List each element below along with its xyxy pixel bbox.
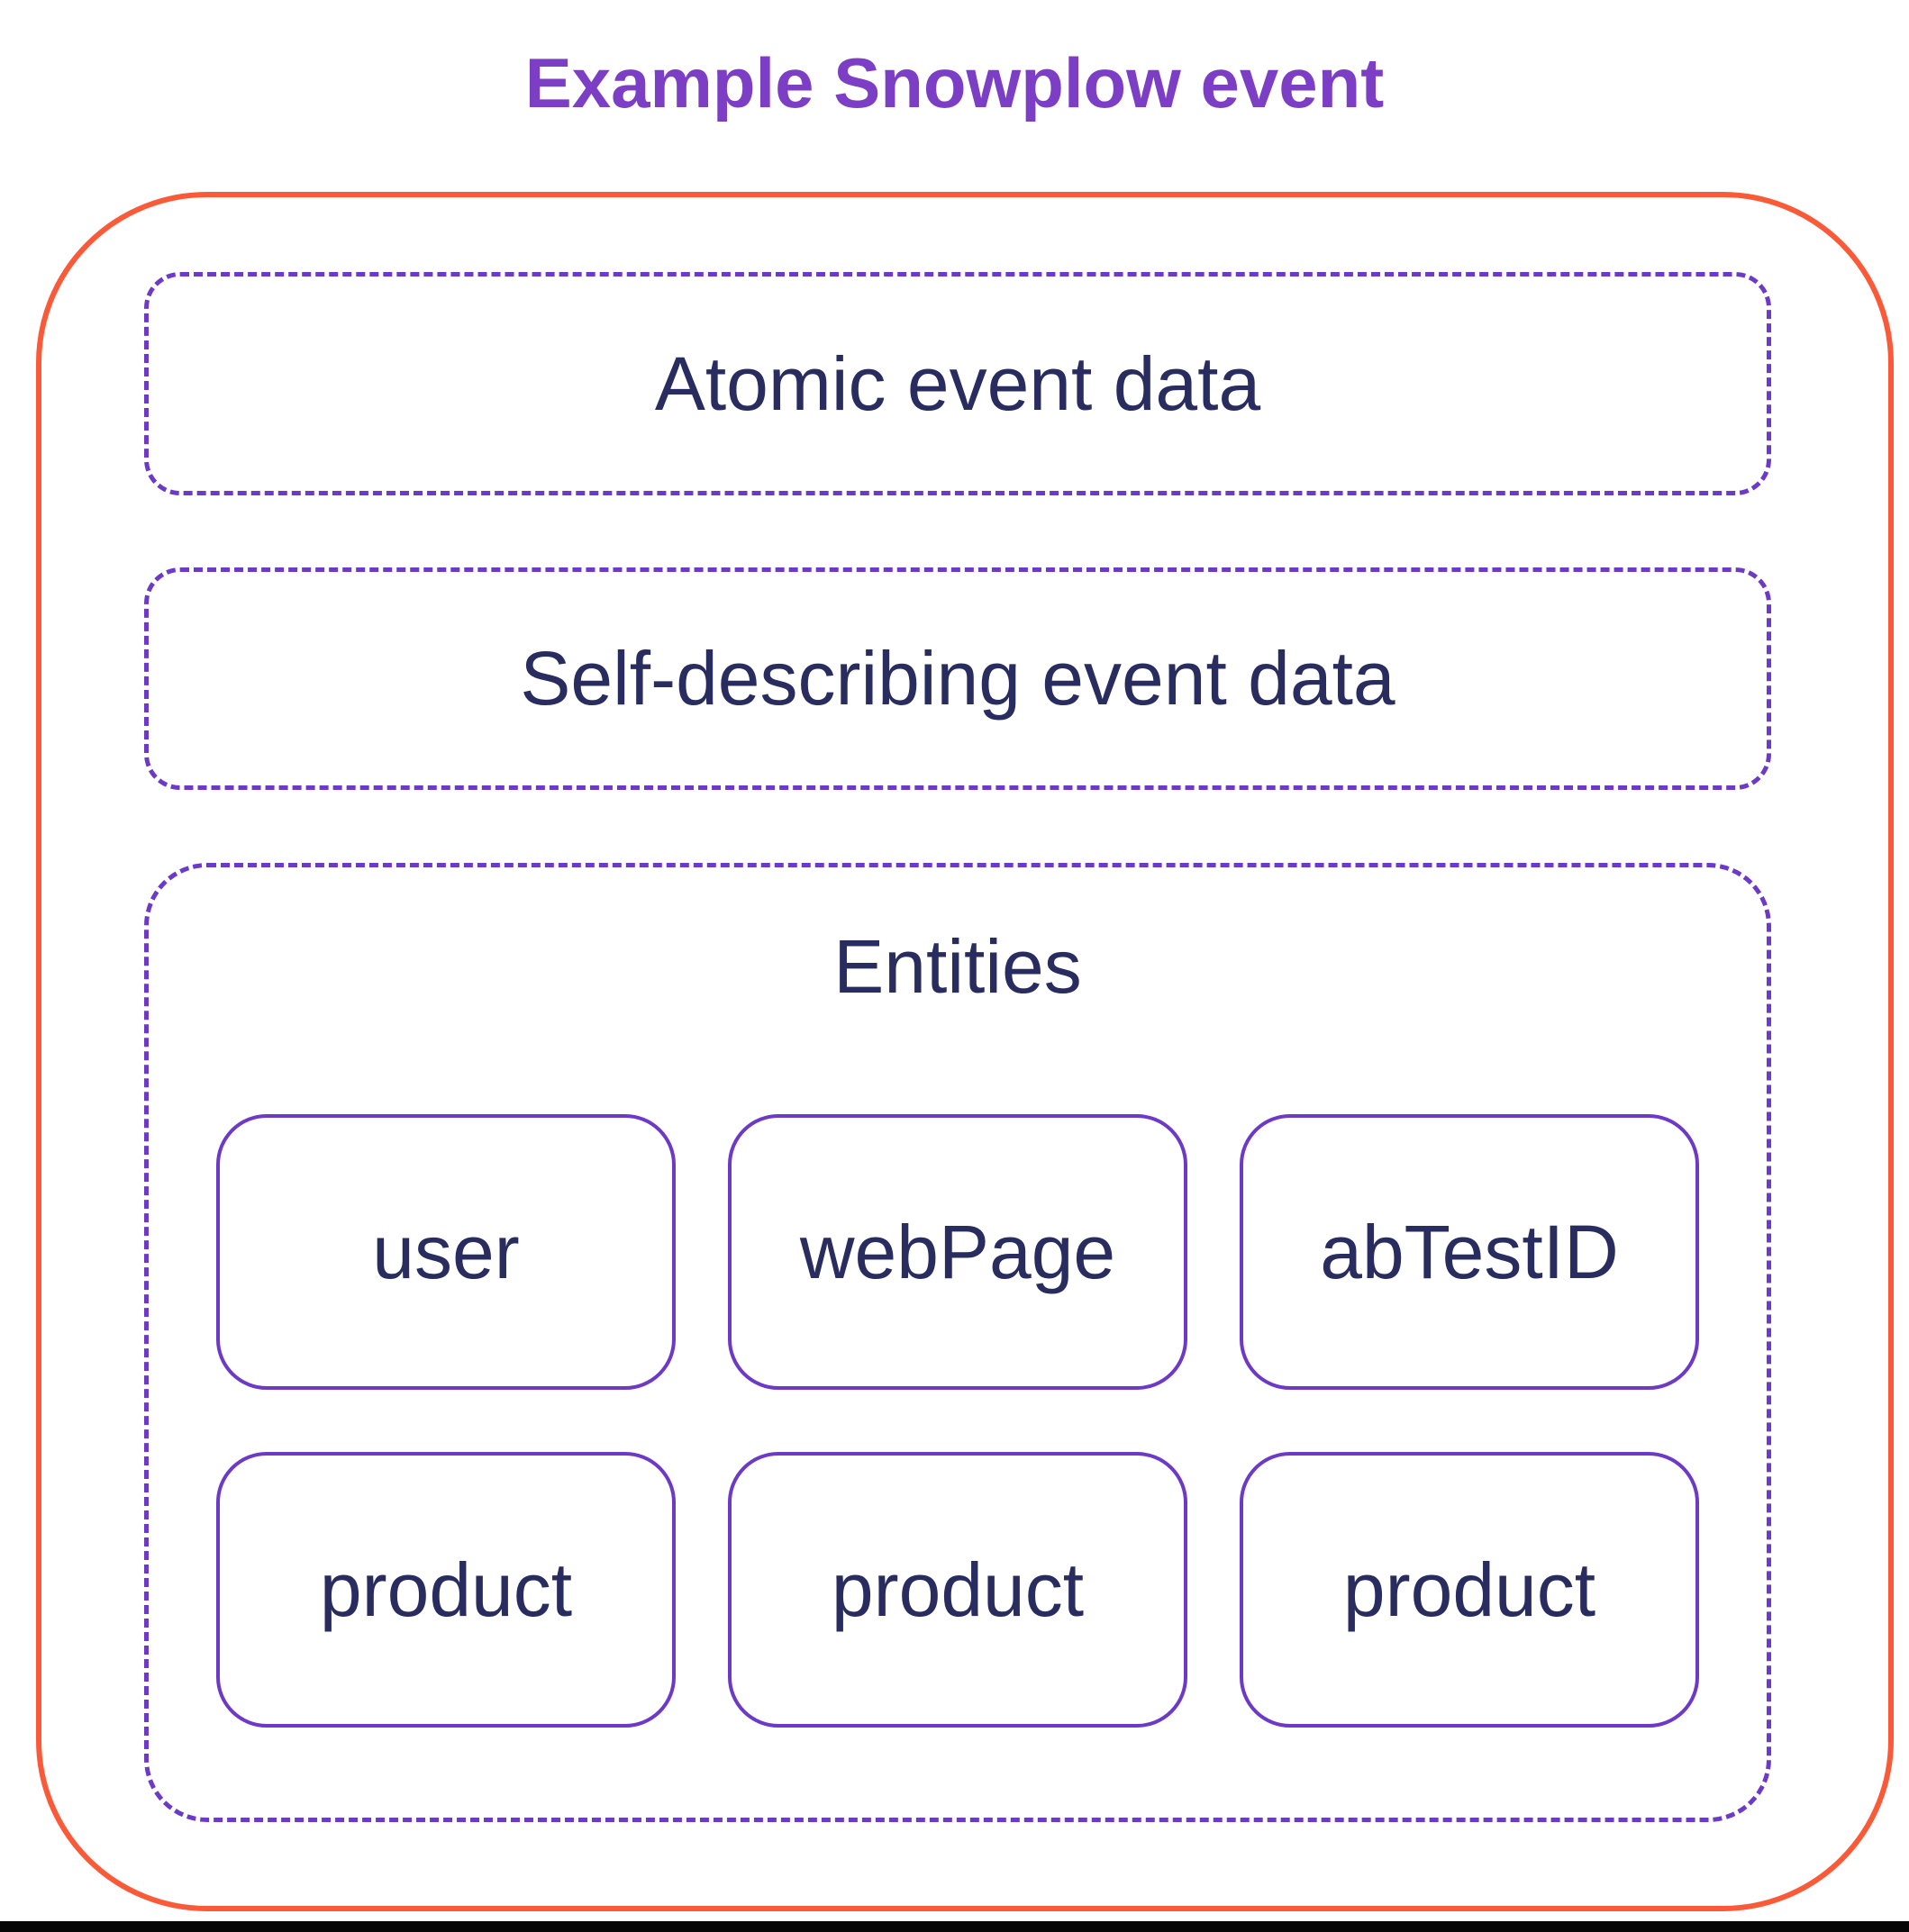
entity-label-abtestid: abTestID — [1320, 1209, 1619, 1294]
entity-label-webpage: webPage — [799, 1209, 1116, 1294]
entity-box-abtestid: abTestID — [1240, 1114, 1699, 1390]
diagram-title: Example Snowplow event — [524, 43, 1385, 122]
entity-label-product-2: product — [831, 1547, 1085, 1632]
entities-row-2: product product product — [149, 1452, 1767, 1728]
entity-box-user: user — [216, 1114, 676, 1390]
entity-box-product-1: product — [216, 1452, 676, 1728]
entities-row-1: user webPage abTestID — [149, 1114, 1767, 1390]
entity-box-product-3: product — [1240, 1452, 1699, 1728]
entities-label: Entities — [833, 924, 1082, 1009]
entity-box-webpage: webPage — [728, 1114, 1187, 1390]
atomic-event-data-label: Atomic event data — [654, 340, 1261, 426]
self-describing-event-data-box: Self-describing event data — [144, 567, 1771, 790]
entity-box-product-2: product — [728, 1452, 1187, 1728]
atomic-event-data-box: Atomic event data — [144, 272, 1771, 495]
bottom-edge-bar — [0, 1921, 1909, 1932]
entity-label-product-3: product — [1342, 1547, 1596, 1632]
entities-box: Entities user webPage abTestID product p… — [144, 863, 1771, 1822]
self-describing-event-data-label: Self-describing event data — [520, 636, 1395, 721]
entity-label-user: user — [372, 1209, 520, 1294]
snowplow-event-container: Atomic event data Self-describing event … — [36, 192, 1894, 1911]
entity-label-product-1: product — [319, 1547, 573, 1632]
